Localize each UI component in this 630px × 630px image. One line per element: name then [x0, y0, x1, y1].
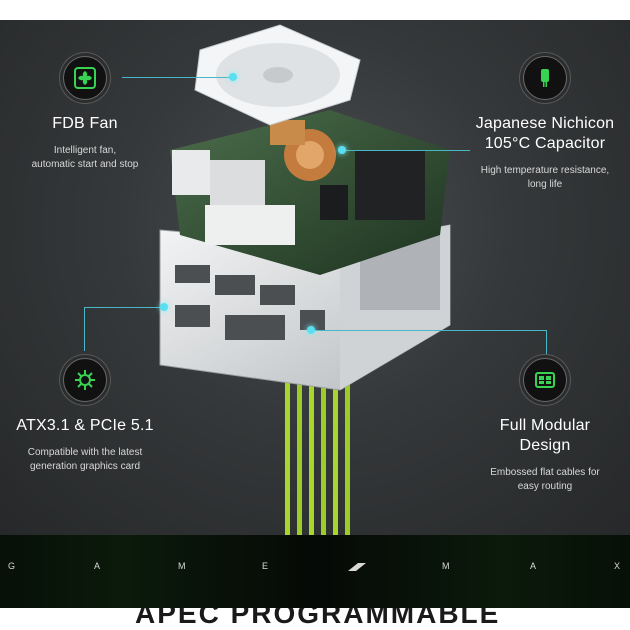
- feature-capacitor: Japanese Nichicon 105°C Capacitor High t…: [460, 56, 630, 192]
- brand-letters: G A M E M A X: [0, 561, 630, 575]
- capacitor-icon: [523, 56, 567, 100]
- feature-desc: Intelligent fan, automatic start and sto…: [31, 145, 139, 170]
- atx-callout-line: [84, 307, 164, 308]
- fan-callout-line: [122, 77, 232, 78]
- capacitor-callout-dot: [338, 146, 346, 154]
- feature-title: Full Modular Design: [499, 417, 591, 454]
- logo-icon: [348, 563, 366, 573]
- feature-title: Japanese Nichicon 105°C Capacitor: [475, 115, 615, 152]
- brand-letter: E: [262, 561, 269, 571]
- modular-callout-dot: [307, 326, 315, 334]
- gear-icon: [63, 358, 107, 402]
- feature-desc: High temperature resistance, long life: [480, 165, 610, 190]
- modular-callout-vline: [546, 330, 547, 366]
- brand-letter: A: [530, 561, 537, 571]
- brand-letter: A: [94, 561, 101, 571]
- feature-atx: ATX3.1 & PCIe 5.1 Compatible with the la…: [0, 358, 170, 474]
- feature-title: ATX3.1 & PCIe 5.1: [16, 417, 154, 434]
- atx-callout-dot: [160, 303, 168, 311]
- fan-callout-dot: [229, 73, 237, 81]
- fdb-fan: [194, 24, 361, 126]
- gamemax-brand-bar: G A M E M A X: [0, 535, 630, 610]
- feature-desc: Embossed flat cables for easy routing: [490, 467, 600, 492]
- product-banner: FDB Fan Intelligent fan, automatic start…: [0, 20, 630, 535]
- brand-letter: G: [8, 561, 16, 571]
- brand-letter: M: [442, 561, 450, 571]
- atx-callout-vline: [84, 307, 85, 351]
- feature-modular: Full Modular Design Embossed flat cables…: [460, 358, 630, 494]
- psu-exploded-view: [159, 24, 451, 535]
- feature-desc: Compatible with the latest generation gr…: [27, 447, 143, 472]
- brand-letter: M: [178, 561, 186, 571]
- fan-icon: [63, 56, 107, 100]
- bottom-heading-cropped: APEC PROGRAMMABLE: [0, 608, 630, 630]
- capacitor-callout-line: [345, 150, 470, 151]
- brand-letter: X: [614, 561, 621, 571]
- feature-fdb-fan: FDB Fan Intelligent fan, automatic start…: [0, 56, 170, 172]
- modular-callout-line: [312, 330, 546, 331]
- modular-icon: [523, 358, 567, 402]
- modular-cables: [285, 380, 350, 535]
- circuit-board: [170, 110, 450, 275]
- bottom-heading: APEC PROGRAMMABLE: [135, 608, 501, 629]
- feature-title: FDB Fan: [52, 115, 118, 132]
